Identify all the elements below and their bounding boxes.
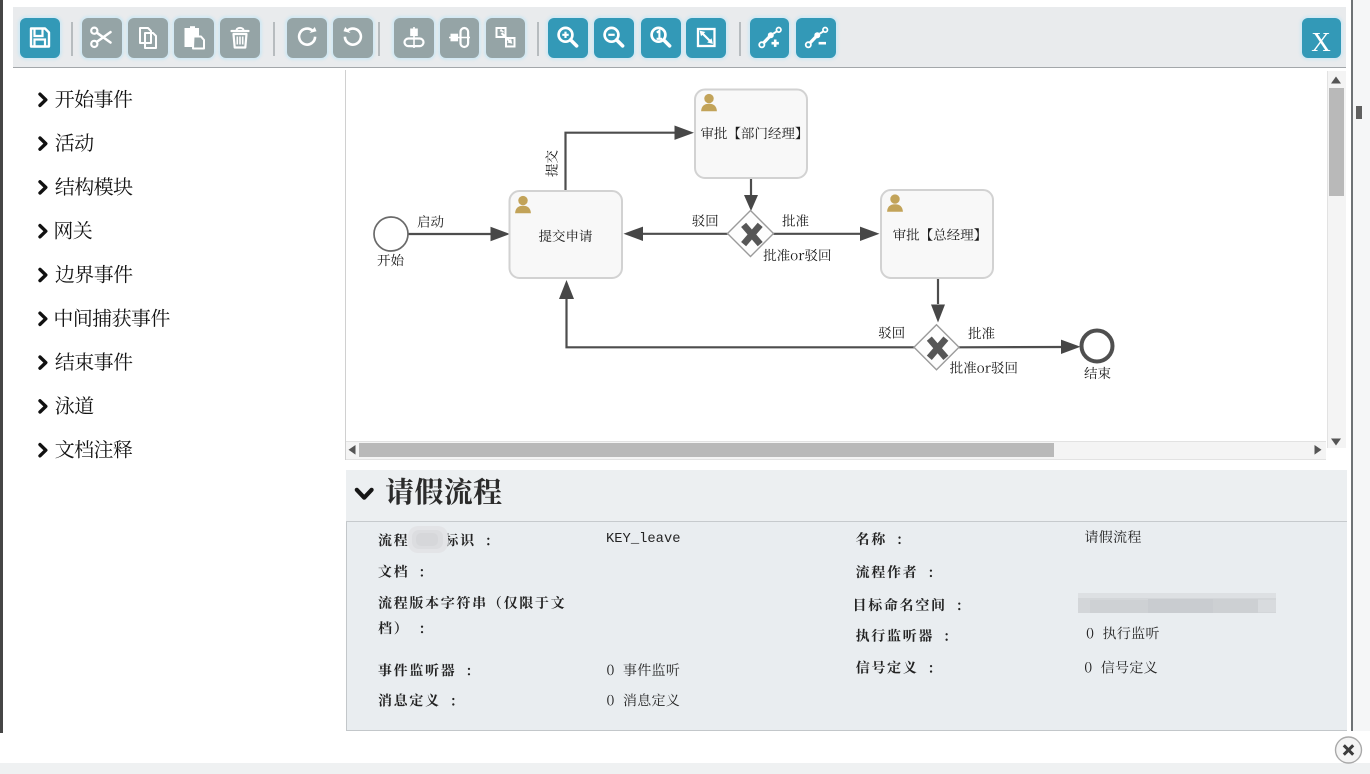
svg-text:X: X — [1311, 27, 1331, 57]
